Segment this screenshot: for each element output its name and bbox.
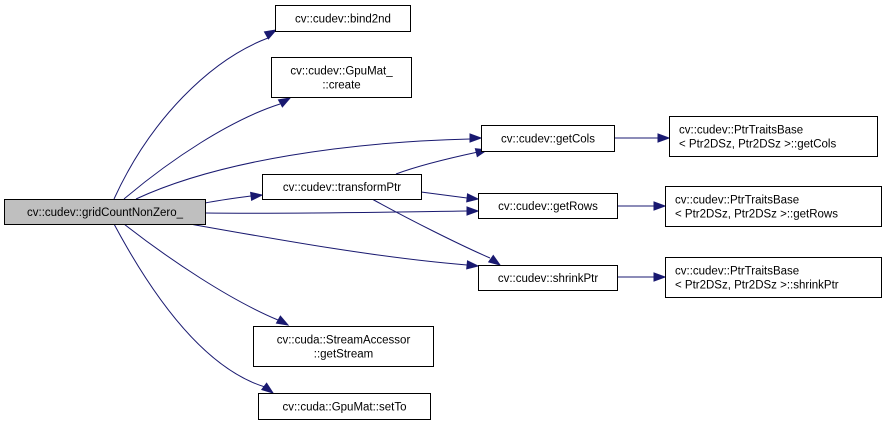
edge-transformPtr-to-getCols [395, 148, 489, 175]
edge-line [204, 210, 468, 214]
node-shrinkPtr[interactable]: cv::cudev::shrinkPtr [478, 265, 618, 291]
node-label: cv::cudev::shrinkPtr [498, 273, 599, 285]
arrowhead-icon [250, 191, 264, 202]
node-box [258, 393, 431, 420]
node-getStream[interactable]: cv::cuda::StreamAccessor::getStream [253, 326, 434, 367]
arrowhead-icon [487, 254, 502, 266]
node-box [271, 57, 412, 98]
node-label: cv::cudev::PtrTraitsBase [679, 125, 803, 137]
edge-root-to-gpumat_create [123, 97, 292, 200]
node-label: cv::cudev::PtrTraitsBase [675, 195, 799, 207]
edge-getCols-to-ptb_getCols [614, 133, 671, 143]
node-getRows[interactable]: cv::cudev::getRows [478, 193, 618, 219]
arrowhead-icon [466, 260, 480, 270]
node-getCols[interactable]: cv::cudev::getCols [481, 125, 615, 152]
node-root[interactable]: cv::cudev::gridCountNonZero_ [4, 199, 206, 225]
node-label: cv::cuda::GpuMat::setTo [282, 402, 406, 414]
node-label: cv::cudev::getRows [498, 201, 598, 213]
node-label: cv::cuda::StreamAccessor [277, 335, 411, 347]
arrowhead-icon [260, 382, 275, 394]
node-box [478, 265, 618, 291]
arrowhead-icon [466, 193, 480, 203]
node-label: cv::cudev::getCols [501, 134, 595, 146]
edge-line [123, 103, 281, 200]
edge-line [420, 191, 468, 199]
node-box [478, 193, 618, 219]
node-label: < Ptr2DSz, Ptr2DSz >::getCols [679, 139, 836, 151]
arrowhead-icon [653, 201, 667, 211]
edge-root-to-bind2nd [113, 29, 278, 200]
edge-root-to-getCols [135, 133, 483, 200]
arrowhead-icon [277, 97, 292, 108]
edge-transformPtr-to-shrinkPtr [371, 198, 502, 266]
node-box [665, 186, 882, 227]
node-label: cv::cudev::bind2nd [295, 14, 391, 26]
edge-line [135, 138, 471, 200]
node-label: < Ptr2DSz, Ptr2DSz >::shrinkPtr [675, 280, 839, 292]
node-box [275, 5, 411, 32]
edge-root-to-transformPtr [204, 191, 264, 204]
node-box [669, 116, 878, 157]
node-label: < Ptr2DSz, Ptr2DSz >::getRows [675, 209, 838, 221]
edge-root-to-getRows [204, 206, 480, 216]
edge-root-to-getStream [123, 223, 290, 326]
arrowhead-icon [657, 133, 671, 143]
node-label: ::getStream [314, 349, 373, 361]
edge-line [113, 37, 269, 200]
node-box [4, 199, 206, 225]
edge-transformPtr-to-getRows [420, 191, 480, 203]
node-box [262, 174, 422, 200]
edge-root-to-shrinkPtr [189, 223, 480, 270]
node-box [481, 125, 615, 152]
edge-line [113, 223, 266, 388]
node-ptb-shrinkPtr[interactable]: cv::cudev::PtrTraitsBase< Ptr2DSz, Ptr2D… [665, 257, 882, 298]
edge-line [189, 223, 468, 266]
arrowhead-icon [275, 315, 290, 326]
node-bind2nd[interactable]: cv::cudev::bind2nd [275, 5, 411, 32]
node-ptb-getRows[interactable]: cv::cudev::PtrTraitsBase< Ptr2DSz, Ptr2D… [665, 186, 882, 227]
node-setTo[interactable]: cv::cuda::GpuMat::setTo [258, 393, 431, 420]
edge-root-to-setTo [113, 223, 275, 394]
node-gpumat-create[interactable]: cv::cudev::GpuMat_::create [271, 57, 412, 98]
node-ptb-getCols[interactable]: cv::cudev::PtrTraitsBase< Ptr2DSz, Ptr2D… [669, 116, 878, 157]
arrowhead-icon [263, 29, 278, 40]
node-label: ::create [322, 80, 360, 92]
node-label: cv::cudev::transformPtr [283, 182, 401, 194]
arrowhead-icon [469, 133, 483, 143]
node-label: cv::cudev::gridCountNonZero_ [27, 207, 184, 219]
node-box [253, 326, 434, 367]
node-transformPtr[interactable]: cv::cudev::transformPtr [262, 174, 422, 200]
node-label: cv::cudev::GpuMat_ [290, 66, 393, 78]
node-label: cv::cudev::PtrTraitsBase [675, 266, 799, 278]
arrowhead-icon [466, 206, 480, 216]
arrowhead-icon [653, 272, 667, 282]
edge-line [123, 223, 279, 321]
edge-shrinkPtr-to-ptb_shrinkPtr [617, 272, 667, 282]
node-box [665, 257, 882, 298]
edge-line [395, 151, 479, 175]
edge-line [371, 198, 491, 259]
edge-line [204, 195, 252, 204]
edge-getRows-to-ptb_getRows [617, 201, 667, 211]
